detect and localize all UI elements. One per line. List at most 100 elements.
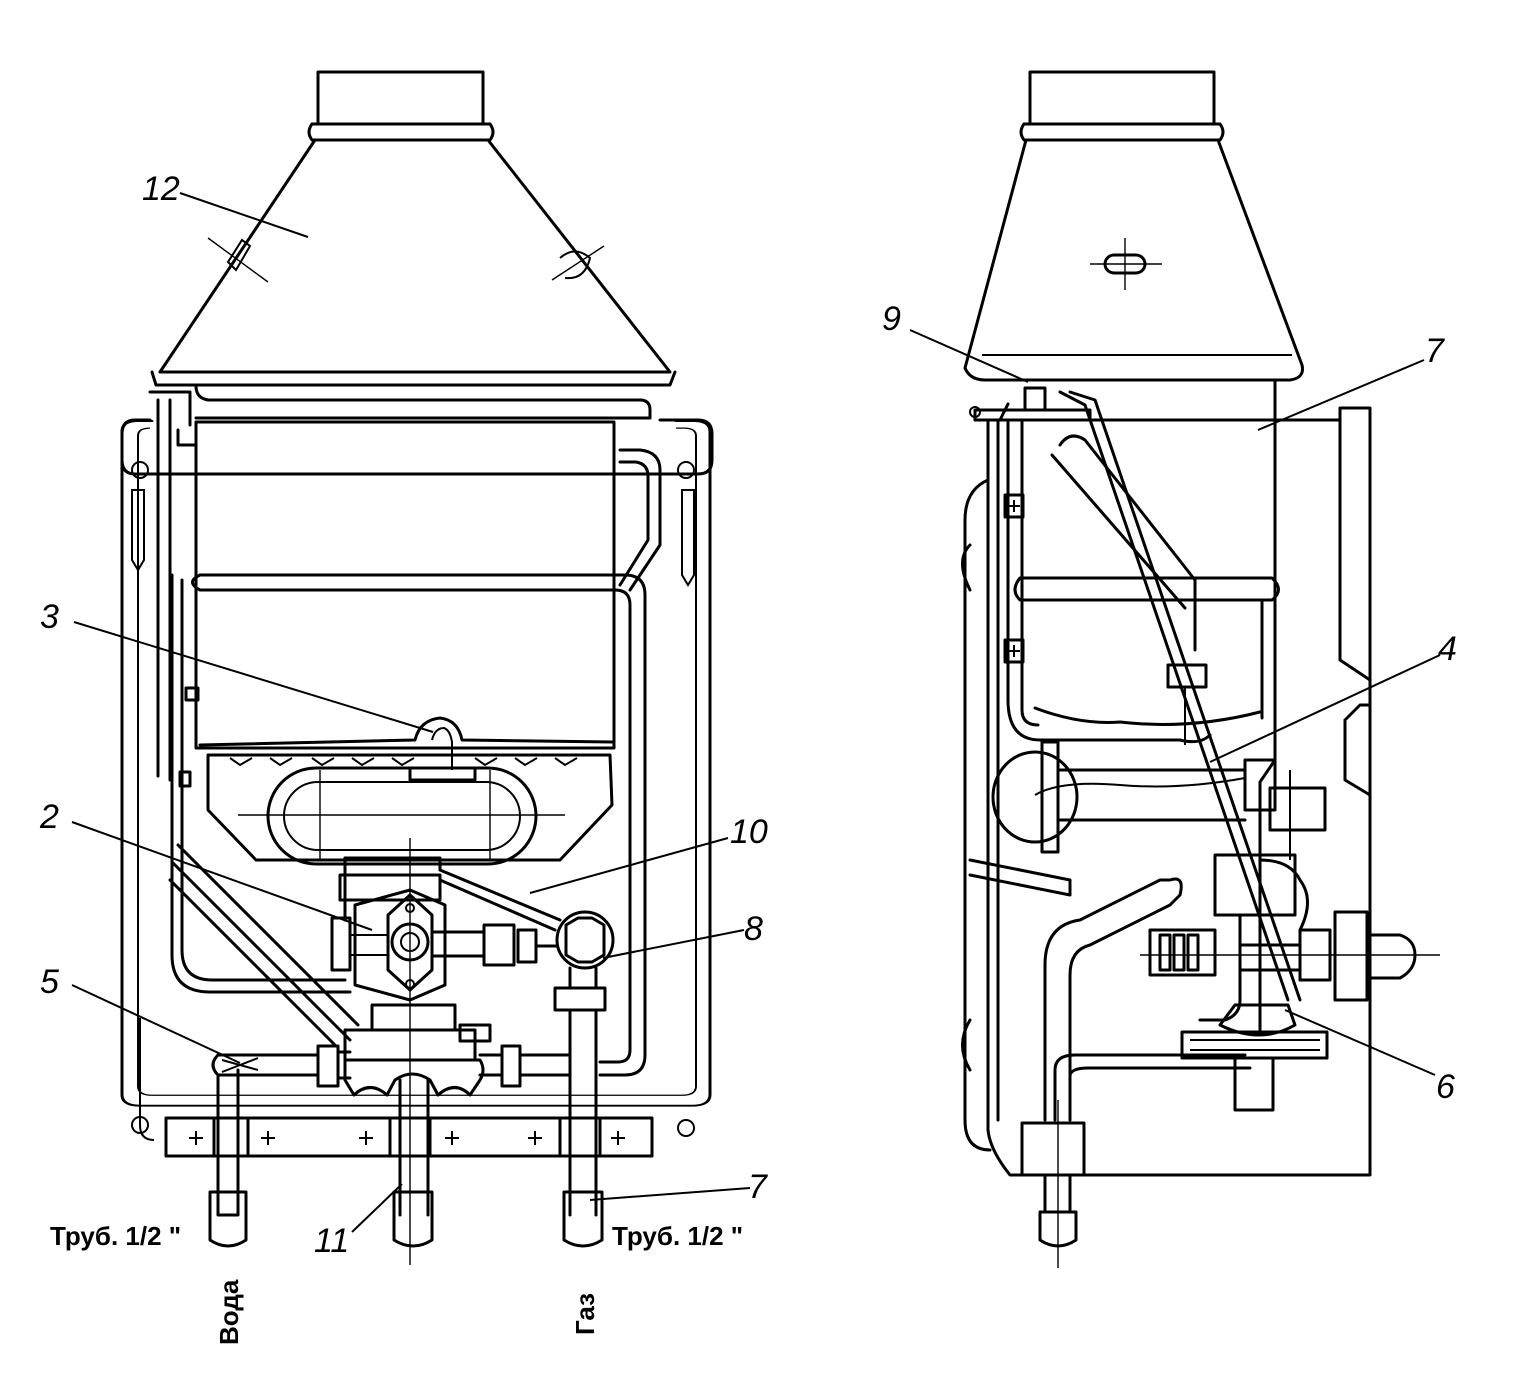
side-valve-stem [1148,928,1217,977]
label-7-side: 7 [1425,332,1445,370]
side-housing-panel [1338,418,1372,682]
side-flue-collar [1028,70,1216,126]
label-12: 12 [142,170,180,208]
side-chamber-curve [1033,706,1262,726]
front-draft-hood [158,138,672,374]
leader-6 [1284,1009,1436,1076]
front-coil-inner [198,588,632,1064]
side-valve-cap [1365,933,1417,980]
leader-7-front [589,1187,751,1201]
front-render [120,384,712,1265]
front-view [120,70,714,476]
label-3: 3 [40,598,59,636]
label-6: 6 [1436,1068,1455,1106]
front-hood-mark-right [551,245,605,281]
side-outlet-pipe [1043,1173,1072,1212]
label-water: Вода [214,1279,244,1345]
side-pipe-diag [1058,434,1197,652]
front-left-bracket-b [176,428,198,447]
leader-2 [71,821,373,931]
note-pipe-left: Труб. 1/2 " [50,1221,181,1251]
front-pilot-notch [198,716,614,747]
front-burner-oval [266,766,538,866]
front-diag-b [170,860,352,1042]
front-right-riser-inner [618,460,650,587]
leader-9 [909,329,1029,383]
front-burner-teeth [229,757,578,767]
front-burner-stem-top [343,856,442,872]
side-housing-cut [1343,703,1372,797]
front-hood-mark-left [207,237,269,283]
front-heat-exchanger [194,420,616,750]
front-valve-plate [338,873,442,902]
front-left-bracket [148,390,192,427]
front-flue-collar [316,70,485,126]
side-lower-swan [1043,877,1183,1122]
side-back-wall [963,478,992,1152]
side-burner-end [991,750,1079,844]
front-casing [120,418,714,476]
side-lower-return-b [1068,1066,1252,1122]
front-rail-clamp-gas [558,1116,602,1158]
label-gas: Газ [570,1293,600,1335]
side-burner-block [1268,786,1327,832]
front-burner-oval-inner [283,781,521,851]
front-water-side-tab [458,1023,492,1043]
front-gas-tee [555,910,615,970]
front-water-outlet-pipe [216,1154,240,1192]
leader-lines [71,192,1441,1233]
front-bolt-tr [677,461,695,479]
side-valve-top [1213,853,1297,917]
front-valve-left-nut [330,916,352,972]
label-7-front: 7 [748,1168,768,1206]
side-top-block [1023,386,1047,412]
side-clamp-top-mark [1008,500,1020,512]
side-valve-arm [1258,858,1309,932]
side-ignition-rod-b [1058,390,1290,1002]
side-valve-pipe [1238,943,1302,972]
front-center-outlet-pipe [398,1154,430,1192]
side-lower-return-a [1053,1053,1247,1122]
front-valve-right-fitting [516,928,538,964]
side-regulator-top [1218,1003,1297,1037]
label-11: 11 [314,1222,349,1260]
side-flue-ring [1019,122,1225,142]
front-plate-left [139,1018,155,1141]
front-water-cap [370,1003,457,1032]
front-bolt-br [677,1119,695,1137]
front-water-left-join [336,1050,352,1080]
front-water-pipe-right [478,1053,504,1077]
side-outlet-nut [1038,1210,1078,1248]
side-burner-nut [1243,758,1277,812]
front-hood-clip-right [559,250,592,280]
front-outer-housing [120,420,712,1107]
front-diag-c [168,878,337,1047]
side-clamp-top [1003,493,1025,519]
front-gas-riser-top [568,966,598,990]
front-diag-a [176,843,360,1027]
leader-4 [1209,654,1441,763]
side-pipe-diag-b [1050,453,1187,610]
label-2: 2 [39,798,59,836]
front-water-valve-x [221,1057,259,1073]
side-draft-hood [963,138,1304,382]
front-water-right-nut [500,1044,522,1088]
side-burner-jet [1034,777,1246,796]
front-exchanger-top [194,384,652,420]
side-bump-top [961,543,972,592]
label-9: 9 [882,300,901,338]
side-back-edge [986,418,1024,1177]
front-exchanger-tab-left [184,686,200,702]
front-pilot-block [408,766,477,782]
side-pipe-clamp [1166,663,1208,689]
leader-7-side [1257,359,1425,431]
label-8: 8 [744,910,763,948]
front-gas-tee-nut [564,916,606,964]
side-left-pipe-b [1020,418,1040,727]
front-water-regulator [343,1058,485,1097]
front-water-left-nut [316,1044,340,1088]
note-pipe-right: Труб. 1/2 " [612,1221,743,1251]
side-coil-band [1013,576,1280,602]
side-clamp-mid-mark [1008,645,1020,657]
